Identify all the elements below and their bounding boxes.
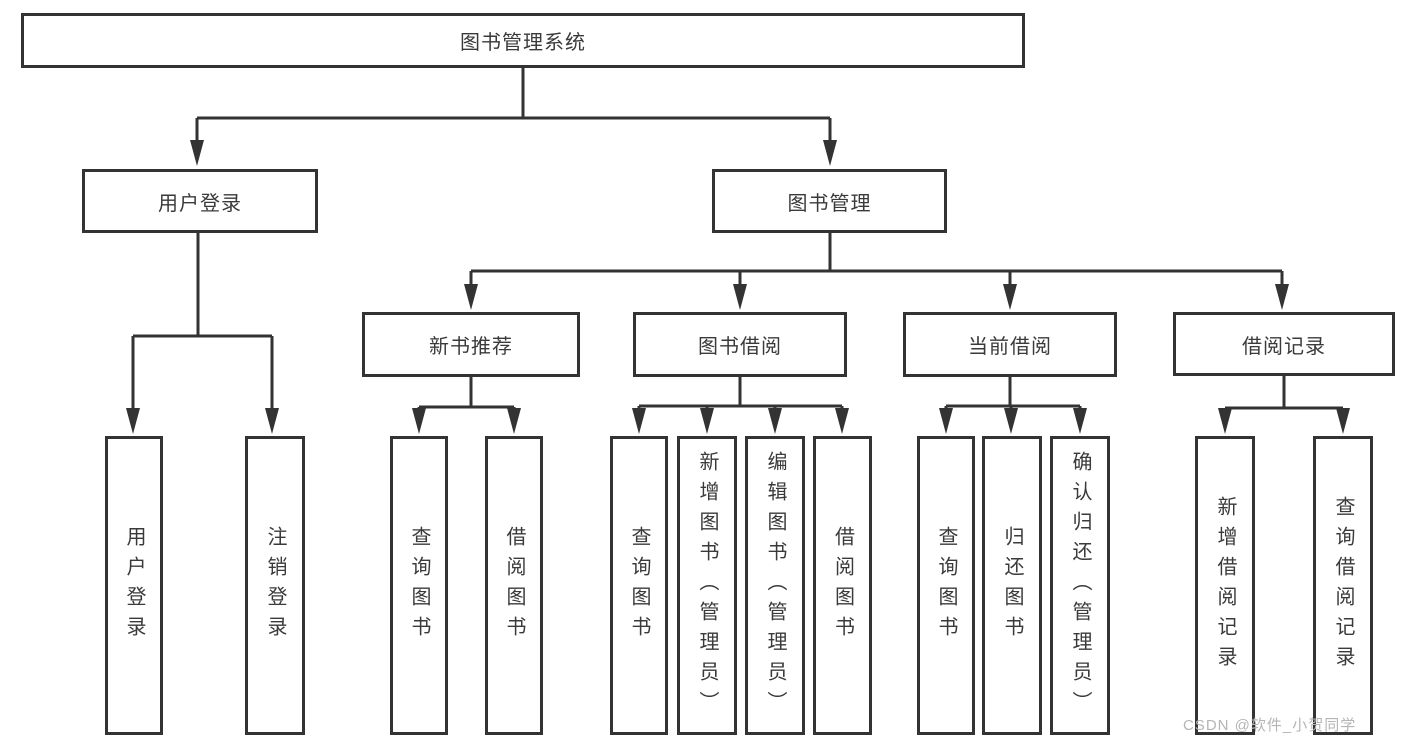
node-label: 图书借阅 [698,336,782,358]
leaf-label: 查询图书 [935,525,957,646]
leaf-add-borrow-record: 新增借阅记录 [1195,436,1255,735]
leaf-label: 新增借阅记录 [1214,495,1236,676]
node-label: 用户登录 [158,192,242,215]
arrowheads [126,140,1350,434]
leaf-query-books-recommend: 查询图书 [390,436,448,735]
node-borrowing-records: 借阅记录 [1173,312,1395,376]
leaf-label: 查询借阅记录 [1332,495,1354,676]
leaf-return-books: 归还图书 [982,436,1042,735]
node-book-management: 图书管理 [712,169,947,233]
node-label: 当前借阅 [968,336,1052,358]
leaf-label: 确认归还（管理员） [1069,450,1091,721]
leaf-add-books-admin: 新增图书（管理员） [677,436,737,735]
leaf-label: 借阅图书 [503,525,525,646]
leaf-confirm-return-admin: 确认归还（管理员） [1050,436,1110,735]
leaf-label: 注销登录 [264,525,286,646]
leaf-label: 查询图书 [628,525,650,646]
node-book-borrowing: 图书借阅 [633,312,847,377]
node-label: 图书管理系统 [460,32,586,54]
node-new-book-recommend: 新书推荐 [362,312,580,377]
node-label: 借阅记录 [1242,335,1326,358]
node-label: 图书管理 [787,192,872,215]
leaf-query-books-current: 查询图书 [917,436,975,735]
leaf-borrow-books-borrowing: 借阅图书 [813,436,872,735]
leaf-label: 编辑图书（管理员） [764,450,786,721]
node-user-login: 用户登录 [82,169,318,233]
leaf-user-login: 用户登录 [105,436,163,735]
leaf-label: 用户登录 [123,525,145,646]
node-current-borrowing: 当前借阅 [903,312,1117,377]
node-library-management-system: 图书管理系统 [21,13,1025,68]
csdn-watermark: CSDN @软件_小贺同学 [1183,717,1357,734]
leaf-label: 归还图书 [1001,525,1023,646]
leaf-query-books-borrowing: 查询图书 [610,436,668,735]
leaf-query-borrow-record: 查询借阅记录 [1313,436,1373,735]
leaf-edit-books-admin: 编辑图书（管理员） [745,436,805,735]
leaf-borrow-books-recommend: 借阅图书 [485,436,543,735]
leaf-label: 新增图书（管理员） [696,450,718,721]
leaf-label: 借阅图书 [831,525,854,646]
leaf-label: 查询图书 [408,525,430,646]
node-label: 新书推荐 [429,336,513,358]
leaf-logout-login: 注销登录 [245,436,305,735]
